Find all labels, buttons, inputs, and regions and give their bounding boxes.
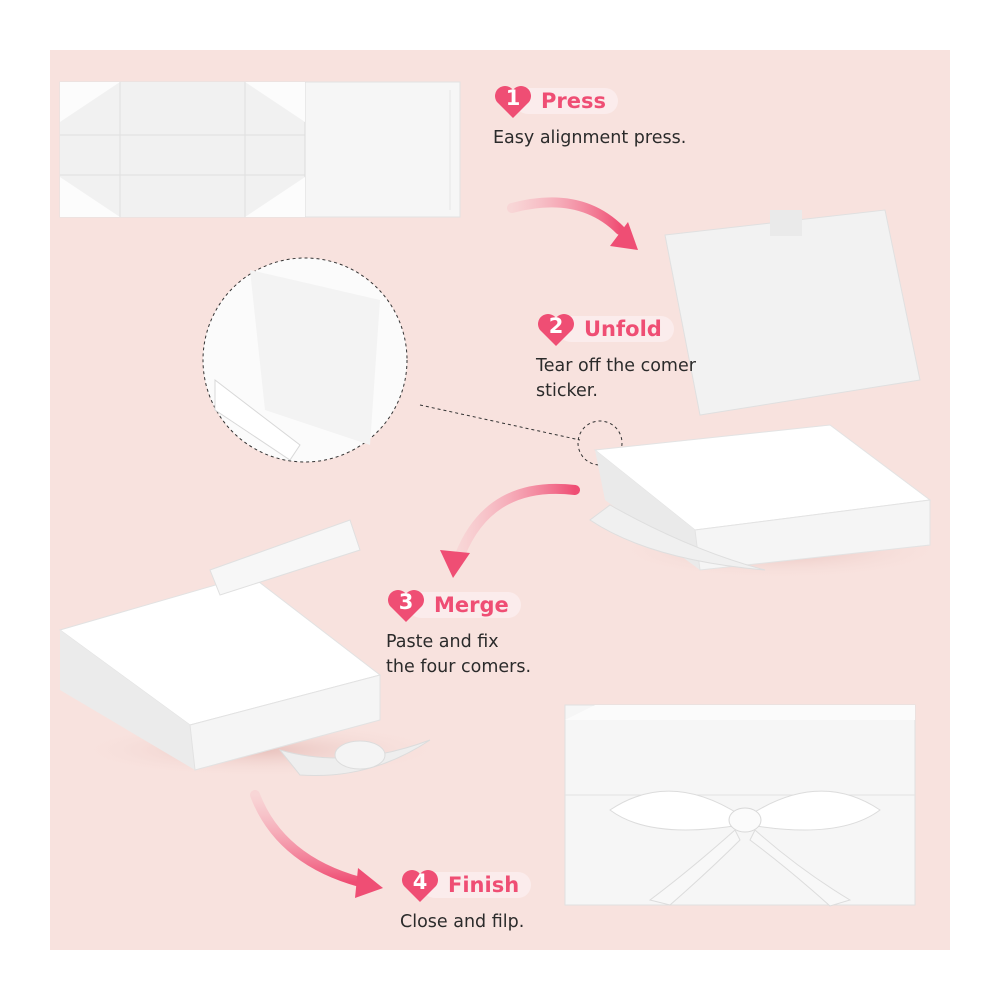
step-4: Finish 4 Close and filp. [400, 868, 532, 935]
open-box-image [589, 209, 950, 580]
arrow-head [355, 868, 383, 898]
finished-box-image [564, 704, 916, 907]
step-number: 2 [548, 314, 564, 338]
zoom-detail-image [202, 257, 623, 466]
step-3: Merge 3 Paste and fix the four comers. [386, 588, 531, 680]
arrow-head [610, 222, 638, 250]
instruction-panel: Press 1 Easy alignment press. Unfold 2 T… [50, 50, 950, 950]
heart-icon [400, 868, 440, 904]
step-description: Tear off the comer sticker. [536, 356, 696, 401]
heart-icon [493, 84, 533, 120]
merge-box-image [58, 519, 450, 778]
step-title: Merge [408, 592, 521, 618]
step-number: 4 [412, 870, 428, 894]
step-title: Finish [422, 872, 532, 898]
flat-box-image [59, 81, 461, 218]
step-description: Close and filp. [400, 912, 525, 932]
curved-arrow-icon [455, 483, 580, 560]
heart-icon [536, 312, 576, 348]
step-description: Easy alignment press. [493, 128, 687, 148]
step-2: Unfold 2 Tear off the comer sticker. [536, 312, 696, 404]
heart-icon [386, 588, 426, 624]
illustration [58, 81, 950, 907]
curved-arrow-icon [250, 790, 365, 887]
step-description: Paste and fix the four comers. [386, 632, 532, 677]
step-number: 3 [398, 590, 414, 614]
step-title: Press [515, 88, 618, 114]
curved-arrow-icon [507, 197, 625, 235]
step-1: Press 1 Easy alignment press. [493, 84, 686, 151]
step-number: 1 [505, 86, 521, 110]
step-title: Unfold [558, 316, 674, 342]
arrow-head [440, 550, 470, 578]
